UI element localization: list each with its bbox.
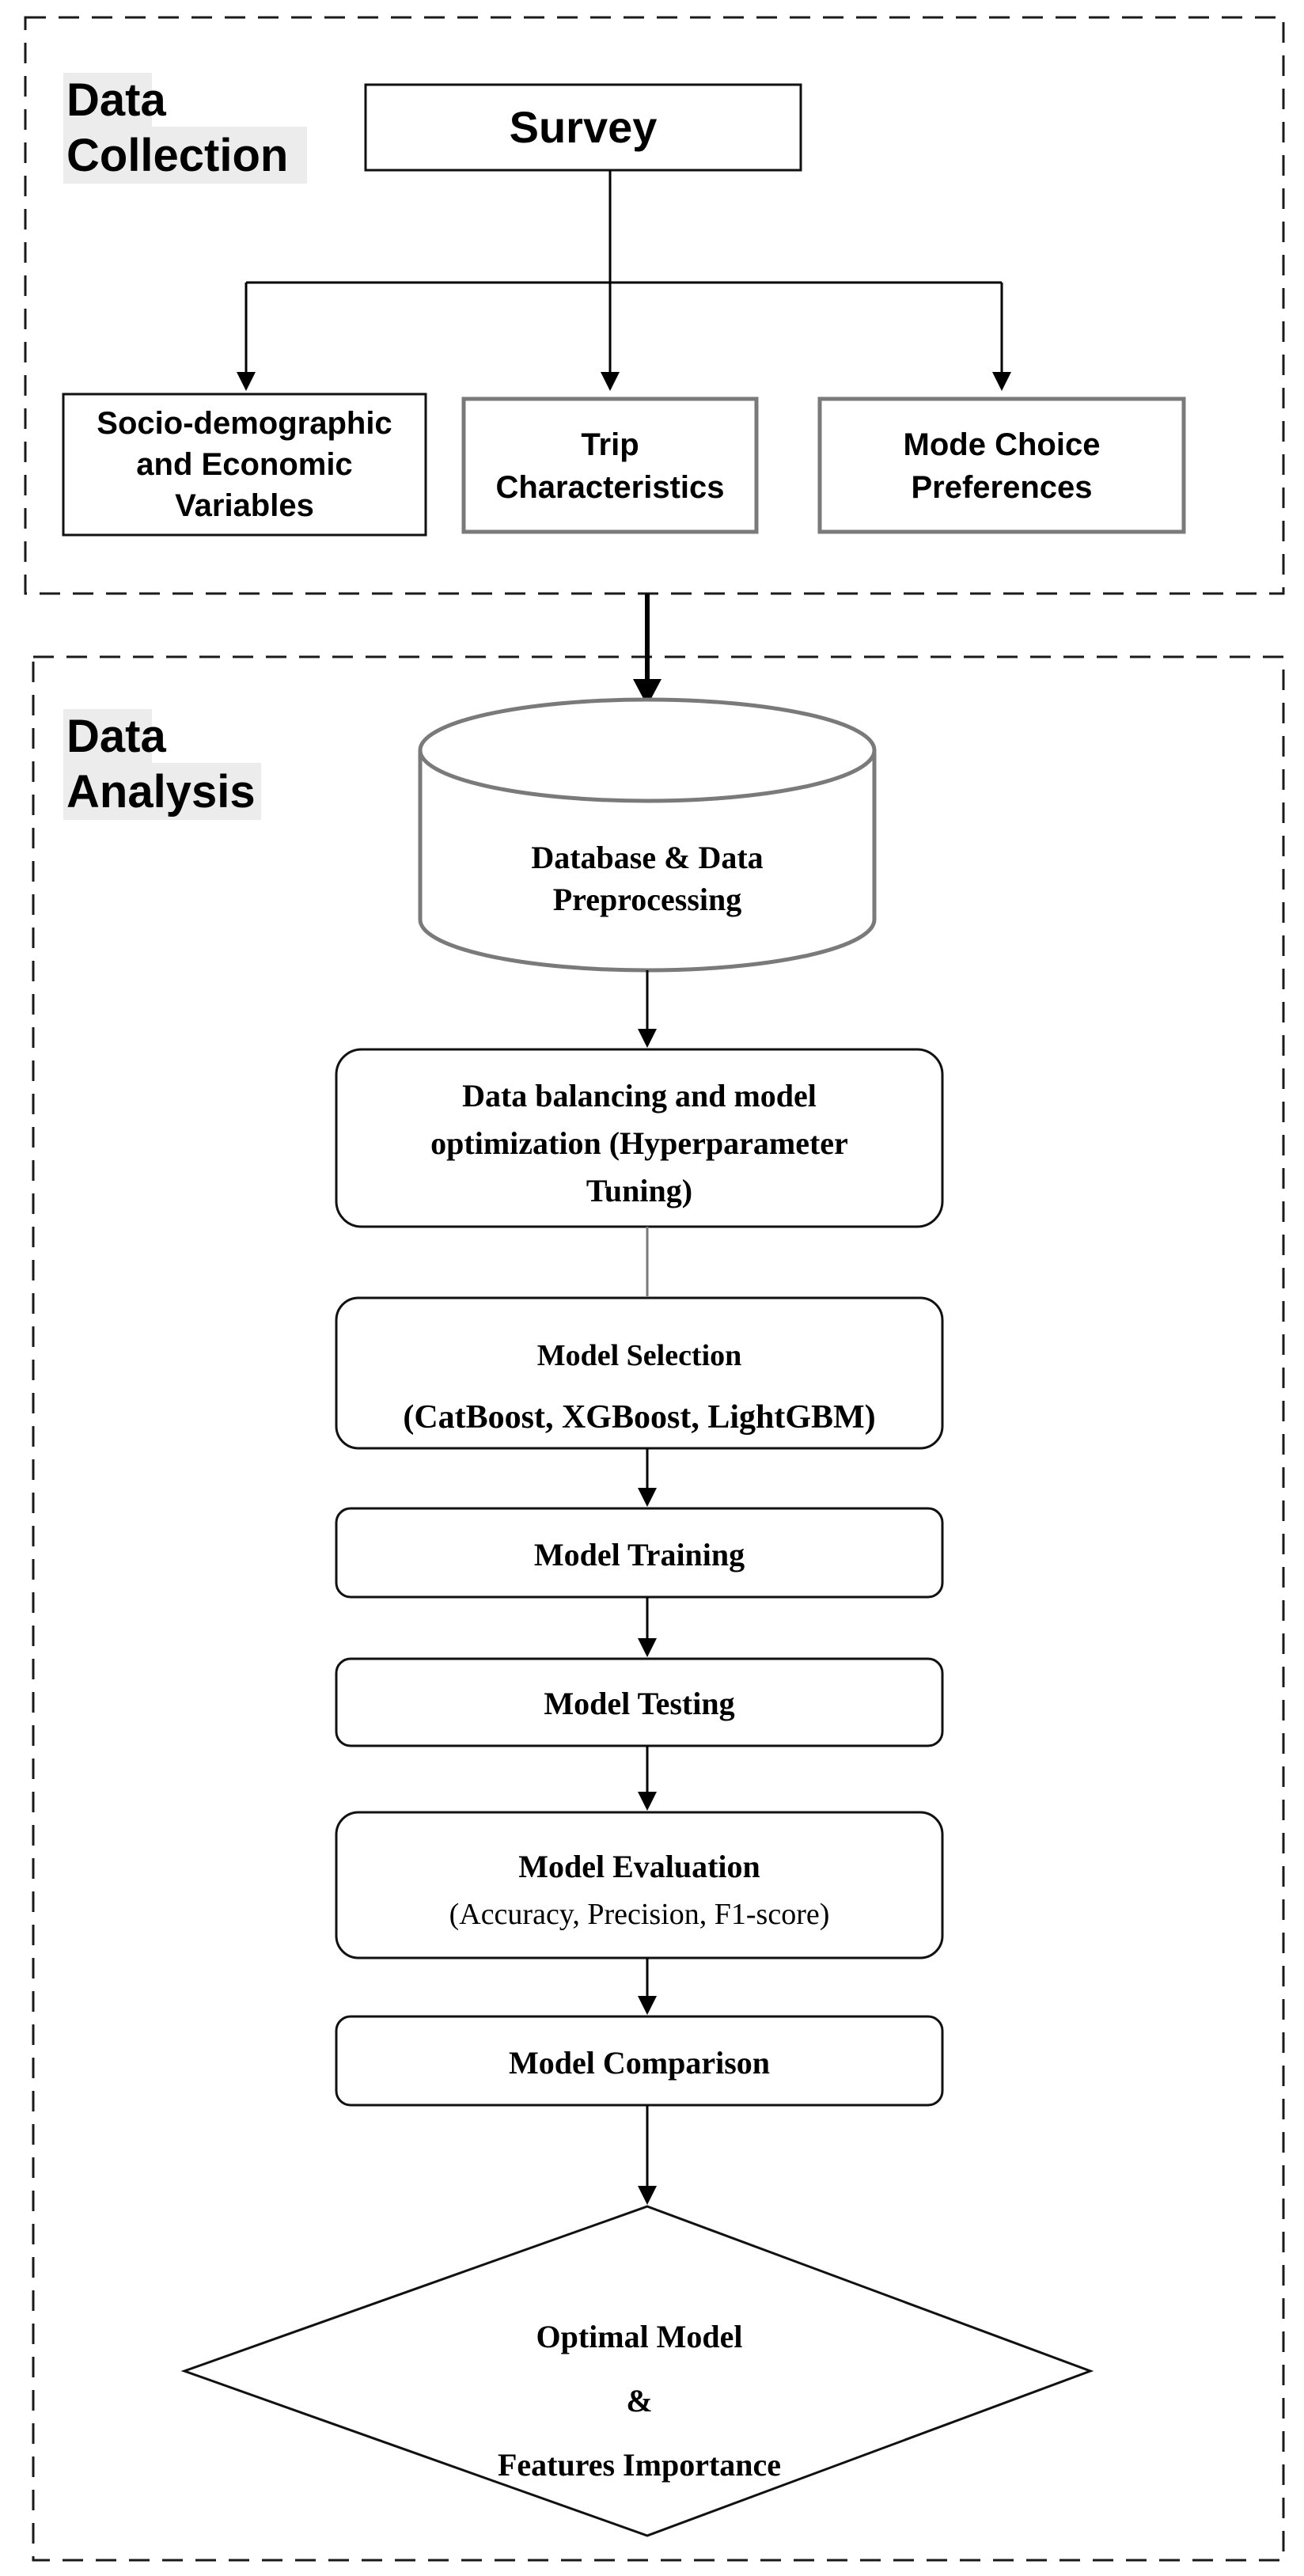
arrowhead-evaluation [638,1792,657,1811]
data-analysis-label-line2: Analysis [66,766,256,818]
model-training-node: Model Training [335,1507,944,1599]
database-line2: Preprocessing [553,882,742,917]
model-selection-detail: (CatBoost, XGBoost, LightGBM) [403,1399,875,1436]
model-testing-node: Model Testing [335,1657,944,1747]
data-balancing-line2: optimization (Hyperparameter [430,1125,848,1161]
survey-label: Survey [510,102,658,152]
socio-demographic-node: Socio-demographic and Economic Variables [62,393,427,537]
arrowhead-mode-choice [992,372,1011,391]
data-analysis-label: Data Analysis [63,709,261,820]
arrowhead-database [633,679,661,706]
data-collection-label: Data Collection [63,73,307,184]
model-selection-node: Model Selection (CatBoost, XGBoost, Ligh… [335,1296,944,1450]
trip-characteristics-line2: Characteristics [495,470,724,505]
survey-node: Survey [364,83,802,172]
arrowhead-comparison [638,1996,657,2015]
arrowhead-socio [237,372,256,391]
mode-choice-line1: Mode Choice [904,427,1101,462]
data-analysis-frame [32,655,1285,2562]
data-analysis-label-line1: Data [66,711,166,762]
model-testing-label: Model Testing [544,1686,734,1721]
database-node: Database & Data Preprocessing [418,697,877,973]
database-line1: Database & Data [531,840,763,875]
socio-demographic-line2: and Economic [136,447,352,482]
optimal-model-line3: Features Importance [498,2447,781,2483]
mode-choice-node: Mode Choice Preferences [817,396,1186,534]
optimal-model-node: Optimal Model & Features Importance [180,2205,1094,2537]
data-collection-label-line2: Collection [66,130,288,181]
optimal-model-line1: Optimal Model [536,2319,742,2354]
data-balancing-line1: Data balancing and model [462,1078,817,1113]
model-comparison-label: Model Comparison [509,2045,770,2081]
model-selection-title: Model Selection [537,1339,742,1372]
model-evaluation-node: Model Evaluation (Accuracy, Precision, F… [335,1811,944,1960]
data-balancing-line3: Tuning) [586,1173,692,1208]
mode-choice-line2: Preferences [911,470,1092,505]
arrowhead-testing [638,1638,657,1657]
data-collection-frame [24,16,1285,595]
socio-demographic-line1: Socio-demographic [97,406,392,441]
arrowhead-training [638,1488,657,1507]
model-evaluation-detail: (Accuracy, Precision, F1-score) [449,1898,830,1931]
arrowhead-balancing [638,1029,657,1048]
model-training-label: Model Training [534,1537,745,1573]
trip-characteristics-node: Trip Characteristics [461,396,759,534]
data-balancing-node: Data balancing and model optimization (H… [335,1048,944,1228]
trip-characteristics-line1: Trip [581,427,639,462]
model-evaluation-title: Model Evaluation [518,1849,760,1884]
optimal-model-line2: & [626,2383,652,2419]
socio-demographic-line3: Variables [175,488,314,523]
arrowhead-optimal [638,2186,657,2205]
data-collection-label-line1: Data [66,74,166,126]
model-comparison-node: Model Comparison [335,2015,944,2107]
arrowhead-trip [601,372,620,391]
